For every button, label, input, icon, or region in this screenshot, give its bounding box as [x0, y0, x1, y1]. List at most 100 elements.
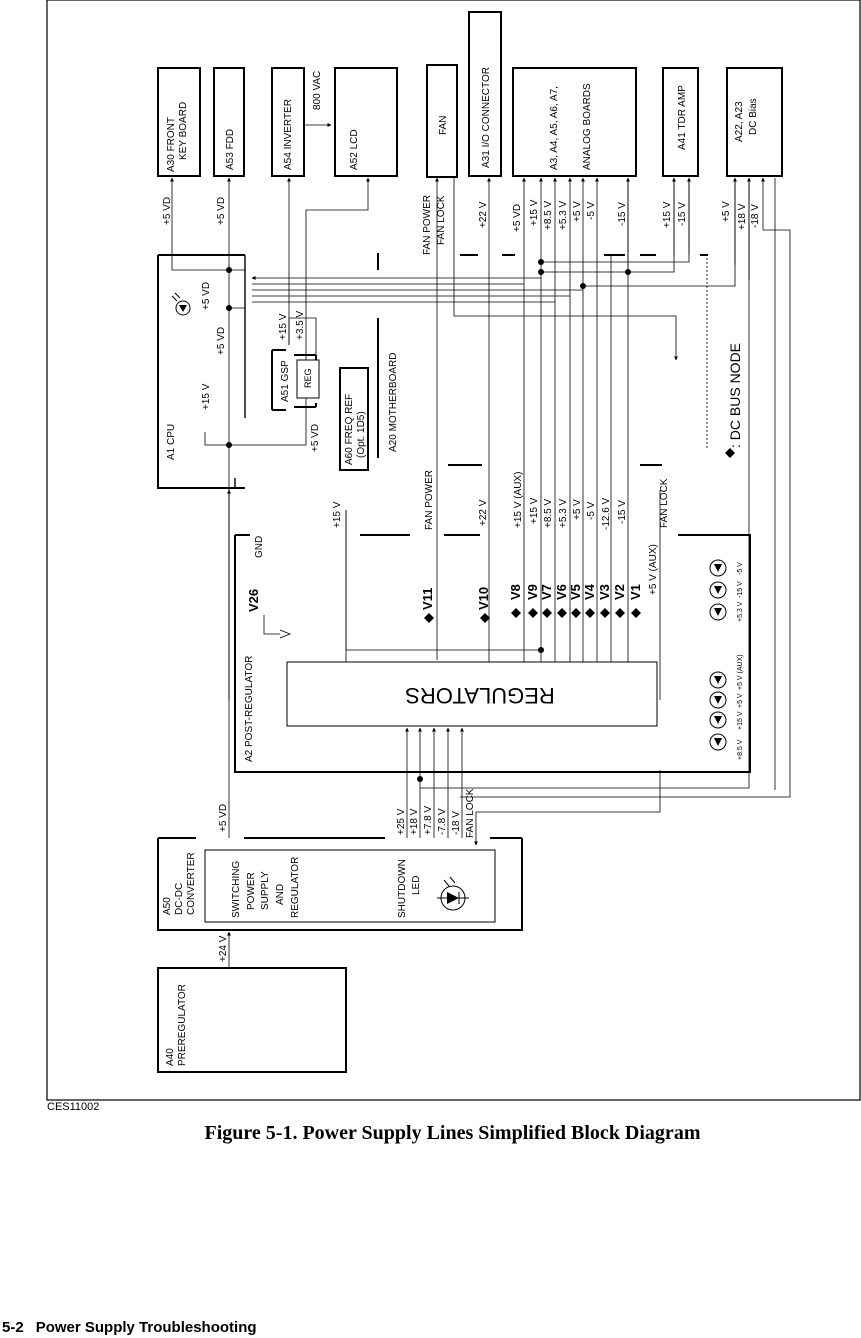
led-5v3-label: +5.3 V	[737, 601, 744, 622]
tp-v10-label: V10	[476, 587, 491, 610]
a1-label: A1 CPU	[166, 424, 177, 460]
led-5v3-icon	[709, 603, 727, 621]
led-neg5v-label: -5 V	[737, 562, 744, 575]
fan-box: FAN	[426, 64, 458, 178]
a31-label: A31 I/O CONNECTOR	[481, 67, 492, 168]
ground-symbol-icon	[263, 615, 292, 639]
led-15v-icon	[709, 711, 727, 729]
test-points: V26 V11 V10 V8 V9 V7 V6 V5	[246, 583, 643, 623]
a41-label: A41 TDR AMP	[677, 85, 688, 150]
cpu-led-icon	[171, 292, 191, 316]
tp-v9-node	[528, 608, 538, 618]
a22-label-2: DC Bias	[748, 98, 759, 135]
switching-label-1: SWITCHING	[231, 861, 242, 918]
tp-v1-node	[631, 608, 641, 618]
io-22v-label: +22 V	[478, 201, 489, 228]
shutdown-label-1: SHUTDOWN	[397, 859, 408, 918]
a50-label-2: DC-DC	[174, 883, 185, 915]
regulators-block	[286, 661, 658, 727]
a30-supply-label: +5 VD	[162, 197, 173, 225]
figure-code: CES11002	[47, 1101, 100, 1113]
led-8v5-icon	[709, 733, 727, 751]
inverter-output-label: 800 VAC	[312, 71, 323, 110]
tp-v8-label: V8	[508, 584, 523, 600]
reg-box: REG	[294, 354, 320, 408]
rail-label-15v: +15 V	[529, 199, 540, 226]
mid-rail-neg12v6: -12.6 V	[601, 497, 612, 530]
section-title: Power Supply Troubleshooting	[35, 1319, 257, 1336]
switching-label-4: AND	[275, 884, 286, 905]
a53-label: A53 FDD	[225, 129, 236, 170]
switching-label-3: SUPPLY	[260, 871, 271, 910]
diagram-frame	[46, 0, 861, 1101]
tp-v11-node	[424, 613, 434, 623]
a50-dcdc-converter-box	[157, 837, 523, 931]
reg-5vd-label: +5 VD	[310, 424, 321, 452]
cpu-5vd-label: +5 VD	[216, 327, 227, 355]
cpu-top-3v5-label: +3.5 V	[295, 310, 306, 340]
led-8v5-label: +8.5 V	[737, 739, 744, 760]
tp-v6-node	[557, 608, 567, 618]
bias-label-18v: +18 V	[737, 203, 748, 230]
cpu-top-15v-label: +15 V	[278, 313, 289, 340]
shutdown-label-2: LED	[411, 876, 422, 895]
fan-lock-label: FAN LOCK	[436, 195, 447, 245]
distribution-wiring	[171, 178, 791, 798]
a30-label-1: A30 FRONT	[166, 117, 177, 172]
dc-out-neg7v8: -7.8 V	[437, 808, 448, 835]
a41-tdr-amp-box: A41 TDR AMP	[662, 67, 699, 177]
dc-5vd-label: +5 VD	[218, 804, 229, 832]
tp-v7: V7	[539, 584, 554, 618]
tdr-label-neg15v: -15 V	[677, 202, 688, 226]
dc-out-neg18v: -18 V	[451, 811, 462, 835]
a54-label: A54 INVERTER	[283, 99, 294, 170]
v1-aux-label: +5 V (AUX)	[648, 544, 659, 595]
dc-bus-node-legend: : DC BUS NODE	[727, 343, 743, 448]
tp-v10: V10	[476, 587, 491, 623]
rail-label-5v3: +5.3 V	[558, 200, 569, 230]
led-neg5v-icon	[709, 559, 727, 577]
gnd-label: GND	[254, 536, 265, 558]
a22-label-1: A22, A23	[734, 101, 745, 142]
dc-out-25v: +25 V	[396, 808, 407, 835]
a50-label-1: A50	[162, 897, 173, 915]
bias-label-neg18v: -18 V	[750, 204, 761, 228]
a54-inverter-box: A54 INVERTER	[271, 67, 305, 177]
dcdc-output-lines	[227, 489, 661, 845]
a20-label: A20 MOTHERBOARD	[388, 353, 399, 452]
a22-dc-bias-box: A22, A23 DC Bias	[726, 67, 783, 177]
led-15v-label: +15 V	[737, 711, 744, 730]
tp-v10-node	[480, 613, 490, 623]
a60-freq-ref-box: A60 FREQ REF (Opt. 1D5)	[339, 367, 369, 471]
mid-rail-neg15v: -15 V	[617, 500, 628, 524]
switching-supply-block	[204, 849, 496, 923]
a60-label-2: (Opt. 1D5)	[356, 411, 367, 458]
cpu-led-label: +5 VD	[201, 282, 212, 310]
shutdown-led-icon	[437, 876, 469, 911]
dc-out-7v8: +7.8 V	[423, 805, 434, 835]
a40-preregulator-box: A40 PREREGULATOR	[157, 967, 347, 1073]
bias-label-5v: +5 V	[721, 201, 732, 222]
dc-out-18v: +18 V	[409, 808, 420, 835]
a30-label-2: KEY BOARD	[178, 102, 189, 160]
tp-v6-label: V6	[554, 584, 569, 600]
a31-io-connector-box: A31 I/O CONNECTOR	[468, 11, 502, 177]
a52-lcd-box: A52 LCD	[334, 67, 398, 177]
tp-v5: V5	[568, 584, 583, 618]
tp-v26-label: V26	[246, 589, 261, 612]
tdr-label-15v: +15 V	[662, 201, 673, 228]
tp-v2-label: V2	[612, 584, 627, 600]
mid-rail-15v: +15 V	[529, 497, 540, 524]
a20-motherboard-box	[377, 253, 708, 466]
mid-22v-label: +22 V	[478, 499, 489, 526]
led-neg15v-label: -15 V	[737, 581, 744, 598]
rail-label-5vd: +5 VD	[512, 204, 523, 232]
mid-fan-power-label: FAN POWER	[424, 470, 435, 530]
analog-label-2: ANALOG BOARDS	[582, 83, 593, 170]
tp-v5-node	[571, 608, 581, 618]
rail-label-5v: +5 V	[572, 201, 583, 222]
tp-v9: V9	[525, 584, 540, 618]
tp-v4-node	[585, 608, 595, 618]
a51-gsp-box: A51 GSP	[271, 349, 291, 411]
